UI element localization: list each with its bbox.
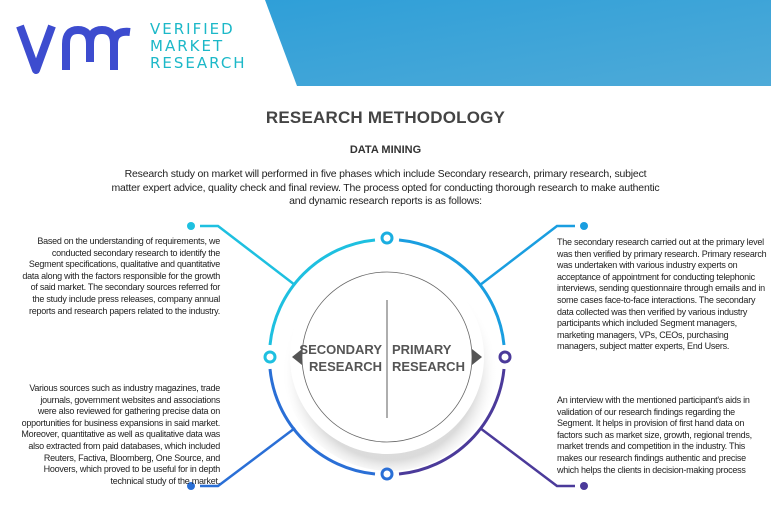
interview-validation-description: An interview with the mentioned particip… [557, 395, 752, 475]
connector-bottom-right [479, 427, 575, 488]
brand-line-2: MARKET [150, 37, 225, 55]
section-subtitle: DATA MINING [349, 144, 422, 156]
brand-line-1: VERIFIED [150, 20, 235, 38]
vmr-logo-mark [16, 24, 131, 74]
page-title: RESEARCH METHODOLOGY [265, 108, 506, 127]
dot-bottom-left [187, 482, 195, 490]
header-band [265, 0, 771, 86]
secondary-sources-description: Various sources such as industry magazin… [21, 383, 220, 486]
node-left [263, 350, 277, 364]
dot-top-right [580, 222, 588, 230]
secondary-label-line-1: SECONDARY [299, 342, 382, 357]
primary-research-description: The secondary research carried out at th… [557, 237, 767, 352]
left-arrow-icon [292, 349, 302, 365]
arc-bottom-left [268, 368, 376, 476]
right-arrow-icon [472, 349, 482, 365]
secondary-research-label: SECONDARY RESEARCH [299, 341, 382, 375]
intro-paragraph: Research study on market will performed … [111, 168, 660, 207]
secondary-research-description: Based on the understanding of requiremen… [22, 236, 220, 316]
node-top [380, 231, 394, 245]
arc-bottom-right [398, 368, 506, 476]
node-bottom [380, 467, 394, 481]
dot-bottom-right [580, 482, 588, 490]
primary-label-line-2: RESEARCH [392, 359, 465, 374]
arc-top-right [398, 238, 506, 346]
arc-top-left [268, 238, 376, 346]
connector-bottom-left [200, 427, 296, 488]
primary-research-label: PRIMARY RESEARCH [392, 341, 482, 375]
brand-line-3: RESEARCH [150, 54, 247, 72]
secondary-label-line-2: RESEARCH [309, 359, 382, 374]
connector-top-right [479, 224, 575, 286]
node-right [498, 350, 512, 364]
brand-name: VERIFIED MARKET RESEARCH [150, 21, 247, 72]
dot-top-left [187, 222, 195, 230]
connector-top-left [200, 224, 296, 286]
primary-label-line-1: PRIMARY [392, 342, 452, 357]
